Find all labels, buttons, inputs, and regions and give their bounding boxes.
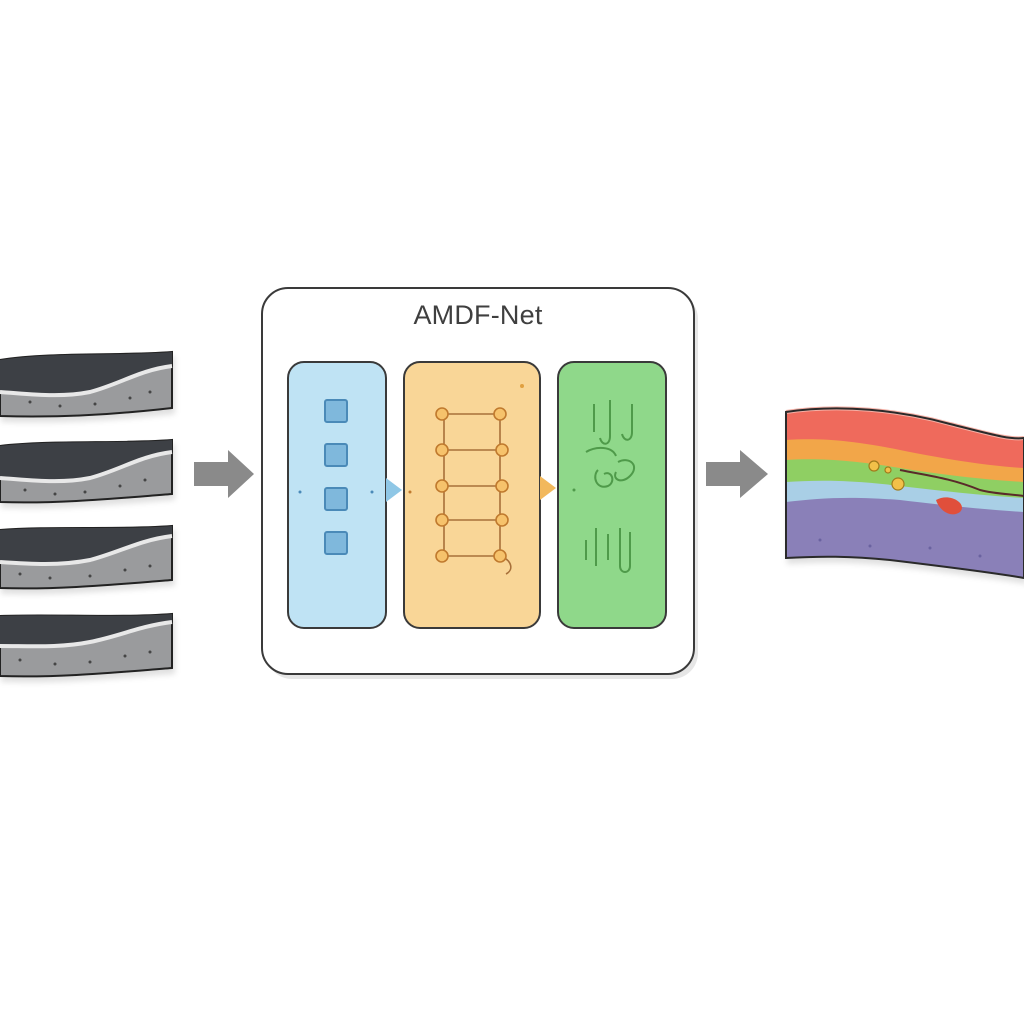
- arrow-model-to-output-icon: [706, 450, 768, 498]
- module-2-block: [403, 361, 556, 629]
- stacked-squares-icon: [324, 399, 348, 555]
- input-stack: [0, 350, 173, 678]
- arrow-input-to-model-icon: [194, 450, 254, 498]
- output-section: [785, 406, 1024, 580]
- module-1-block: [287, 361, 402, 629]
- input-section-4: [0, 612, 173, 678]
- wave-glyph-icon: [585, 400, 636, 573]
- module-3-block: [557, 361, 667, 629]
- input-section-2: [0, 438, 173, 504]
- diagram-title: AMDF-Net: [413, 300, 543, 330]
- input-section-1: [0, 350, 173, 418]
- input-section-3: [0, 524, 173, 590]
- model-container: [261, 287, 698, 679]
